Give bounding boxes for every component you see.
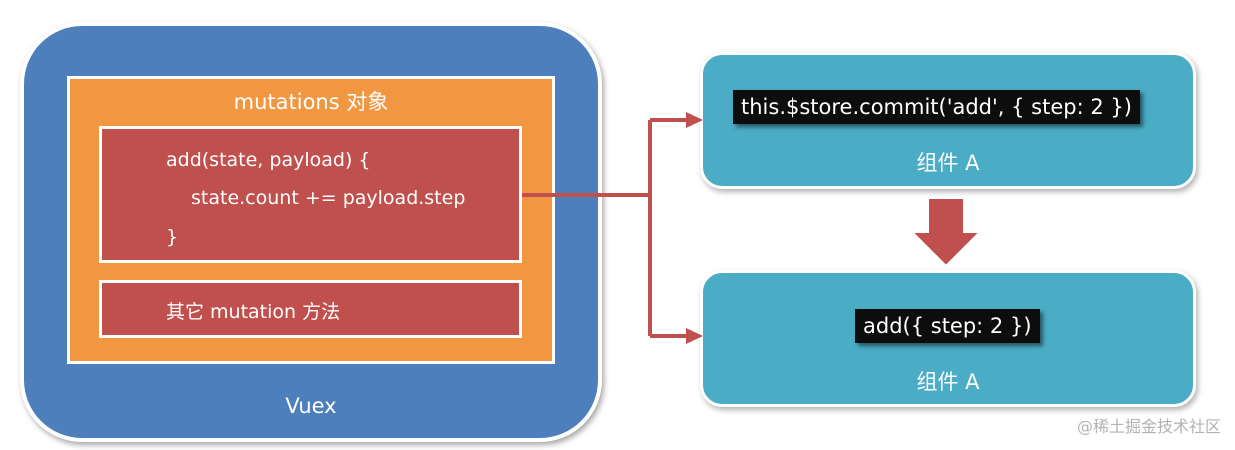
watermark: @稀土掘金技术社区 bbox=[1076, 417, 1221, 436]
other-mutations-label: 其它 mutation 方法 bbox=[166, 301, 341, 323]
arrow-to-top-component bbox=[686, 112, 703, 128]
down-arrow bbox=[909, 197, 983, 268]
add-mutation-body: state.count += payload.step bbox=[191, 187, 466, 209]
add-mutation-signature: add(state, payload) { bbox=[166, 149, 371, 171]
arrow-to-bottom-component bbox=[686, 328, 703, 344]
add-mutation-box: add(state, payload) { state.count += pay… bbox=[99, 126, 522, 263]
branch-connector bbox=[522, 118, 690, 338]
mutations-object-title: mutations 对象 bbox=[233, 90, 389, 114]
other-mutations-box: 其它 mutation 方法 bbox=[99, 280, 522, 338]
add-mutation-close: } bbox=[166, 226, 179, 248]
add-call-code: add({ step: 2 }) bbox=[855, 309, 1040, 343]
vuex-label: Vuex bbox=[285, 394, 337, 418]
component-a-bottom-label: 组件 A bbox=[916, 370, 980, 394]
component-a-top-label: 组件 A bbox=[916, 151, 980, 175]
commit-call-code: this.$store.commit('add', { step: 2 }) bbox=[733, 90, 1140, 124]
